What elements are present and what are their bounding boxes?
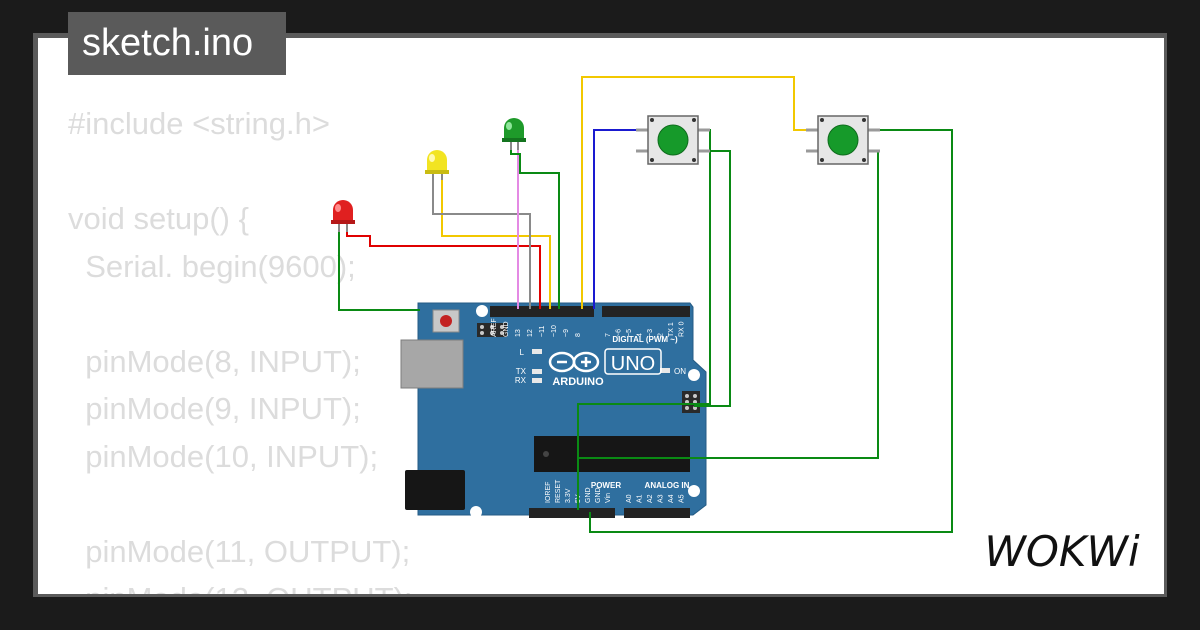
l-label: L: [520, 348, 525, 357]
code-line: pinMode(10, INPUT);: [68, 438, 379, 474]
digital-pin-label: AREF: [491, 318, 498, 337]
file-title: sketch.ino: [82, 22, 254, 64]
pin-label: GND: [595, 487, 602, 503]
rx-led-icon: [532, 378, 542, 383]
digital-header-right: [602, 306, 690, 317]
wire-blue[interactable]: [593, 129, 638, 309]
yellow-led[interactable]: [425, 150, 449, 180]
power-header: [529, 508, 615, 518]
board-model-label: UNO: [611, 353, 655, 375]
digital-pin-label: ~9: [563, 329, 570, 337]
digital-pin-label: 4: [637, 333, 644, 337]
code-line: pinMode(8, INPUT);: [68, 343, 361, 379]
code-line: pinMode(12, OUTPUT);: [68, 575, 412, 594]
pushbutton-1[interactable]: [636, 115, 710, 165]
pin-label: RESET: [555, 479, 562, 503]
digital-pin-label: ~6: [616, 329, 623, 337]
analog-label: ANALOG IN: [645, 481, 690, 490]
wires: [338, 76, 953, 533]
digital-pin-label: ~3: [647, 329, 654, 337]
reset-button[interactable]: [440, 315, 452, 327]
pin-label: A1: [637, 494, 644, 503]
wire-red-led-ground[interactable]: [338, 228, 420, 311]
board-brand-label: ARDUINO: [552, 376, 604, 388]
on-label: ON: [674, 367, 686, 376]
rx-label: RX: [515, 376, 527, 385]
digital-pin-label: ~11: [539, 326, 546, 337]
green-led[interactable]: [502, 118, 526, 150]
digital-pin-label: 8: [575, 333, 582, 337]
arduino-uno-board[interactable]: UNO ARDUINO DIGITAL (PWM ~) L TX RX ON P…: [400, 302, 707, 518]
file-title-tab: sketch.ino: [68, 12, 286, 75]
digital-pin-label: TX 1: [668, 322, 675, 337]
arduino-logo-icon: [548, 351, 600, 373]
l-led-icon: [532, 349, 542, 354]
code-line: Serial. begin(9600);: [68, 248, 356, 284]
pushbutton-2[interactable]: [806, 115, 880, 165]
analog-header: [624, 508, 690, 518]
digital-pin-label: RX 0: [679, 321, 686, 337]
on-led-icon: [660, 368, 670, 373]
code-line: void setup() {: [68, 201, 249, 236]
atmega-chip: [534, 436, 690, 472]
wire-gray[interactable]: [432, 176, 531, 309]
power-jack: [405, 470, 465, 510]
tx-led-icon: [532, 369, 542, 374]
wire-yellow[interactable]: [441, 176, 551, 309]
wire-yellow-button[interactable]: [581, 76, 808, 309]
digital-pin-label: GND: [503, 321, 510, 337]
pin-label: A3: [658, 494, 665, 503]
wire-button1-power[interactable]: [694, 150, 731, 407]
power-label: POWER: [591, 481, 621, 490]
wire-button2-power[interactable]: [589, 129, 953, 533]
pin-label: Vin: [605, 493, 612, 503]
code-line: pinMode(9, INPUT);: [68, 391, 361, 426]
pin-label: A2: [647, 494, 654, 503]
pin-label: IOREF: [545, 482, 552, 503]
digital-pin-label: 2: [658, 333, 665, 337]
digital-pin-label: ~10: [551, 325, 558, 337]
pin-label: A5: [679, 494, 686, 503]
digital-label: DIGITAL (PWM ~): [612, 335, 678, 344]
digital-pin-label: 7: [605, 333, 612, 337]
digital-pin-label: ~5: [626, 329, 633, 337]
digital-pin-label: 13: [515, 329, 522, 337]
pin-label: A4: [668, 494, 675, 503]
wokwi-logo: WOKWi: [984, 527, 1140, 576]
code-background: #include <string.h> void setup() { Serial…: [68, 100, 413, 594]
pin-label: A0: [626, 494, 633, 503]
wire-green-led[interactable]: [510, 146, 560, 309]
tx-label: TX: [516, 367, 527, 376]
digital-header-left: [490, 306, 594, 317]
digital-pin-label: 12: [527, 329, 534, 337]
wire-red[interactable]: [346, 228, 541, 309]
code-line: #include <string.h>: [68, 106, 330, 141]
red-led[interactable]: [331, 200, 355, 232]
pin-label: 3.3V: [565, 488, 572, 503]
pin-label: GND: [585, 487, 592, 503]
usb-port: [400, 339, 464, 389]
code-line: pinMode(11, OUTPUT);: [68, 533, 411, 569]
